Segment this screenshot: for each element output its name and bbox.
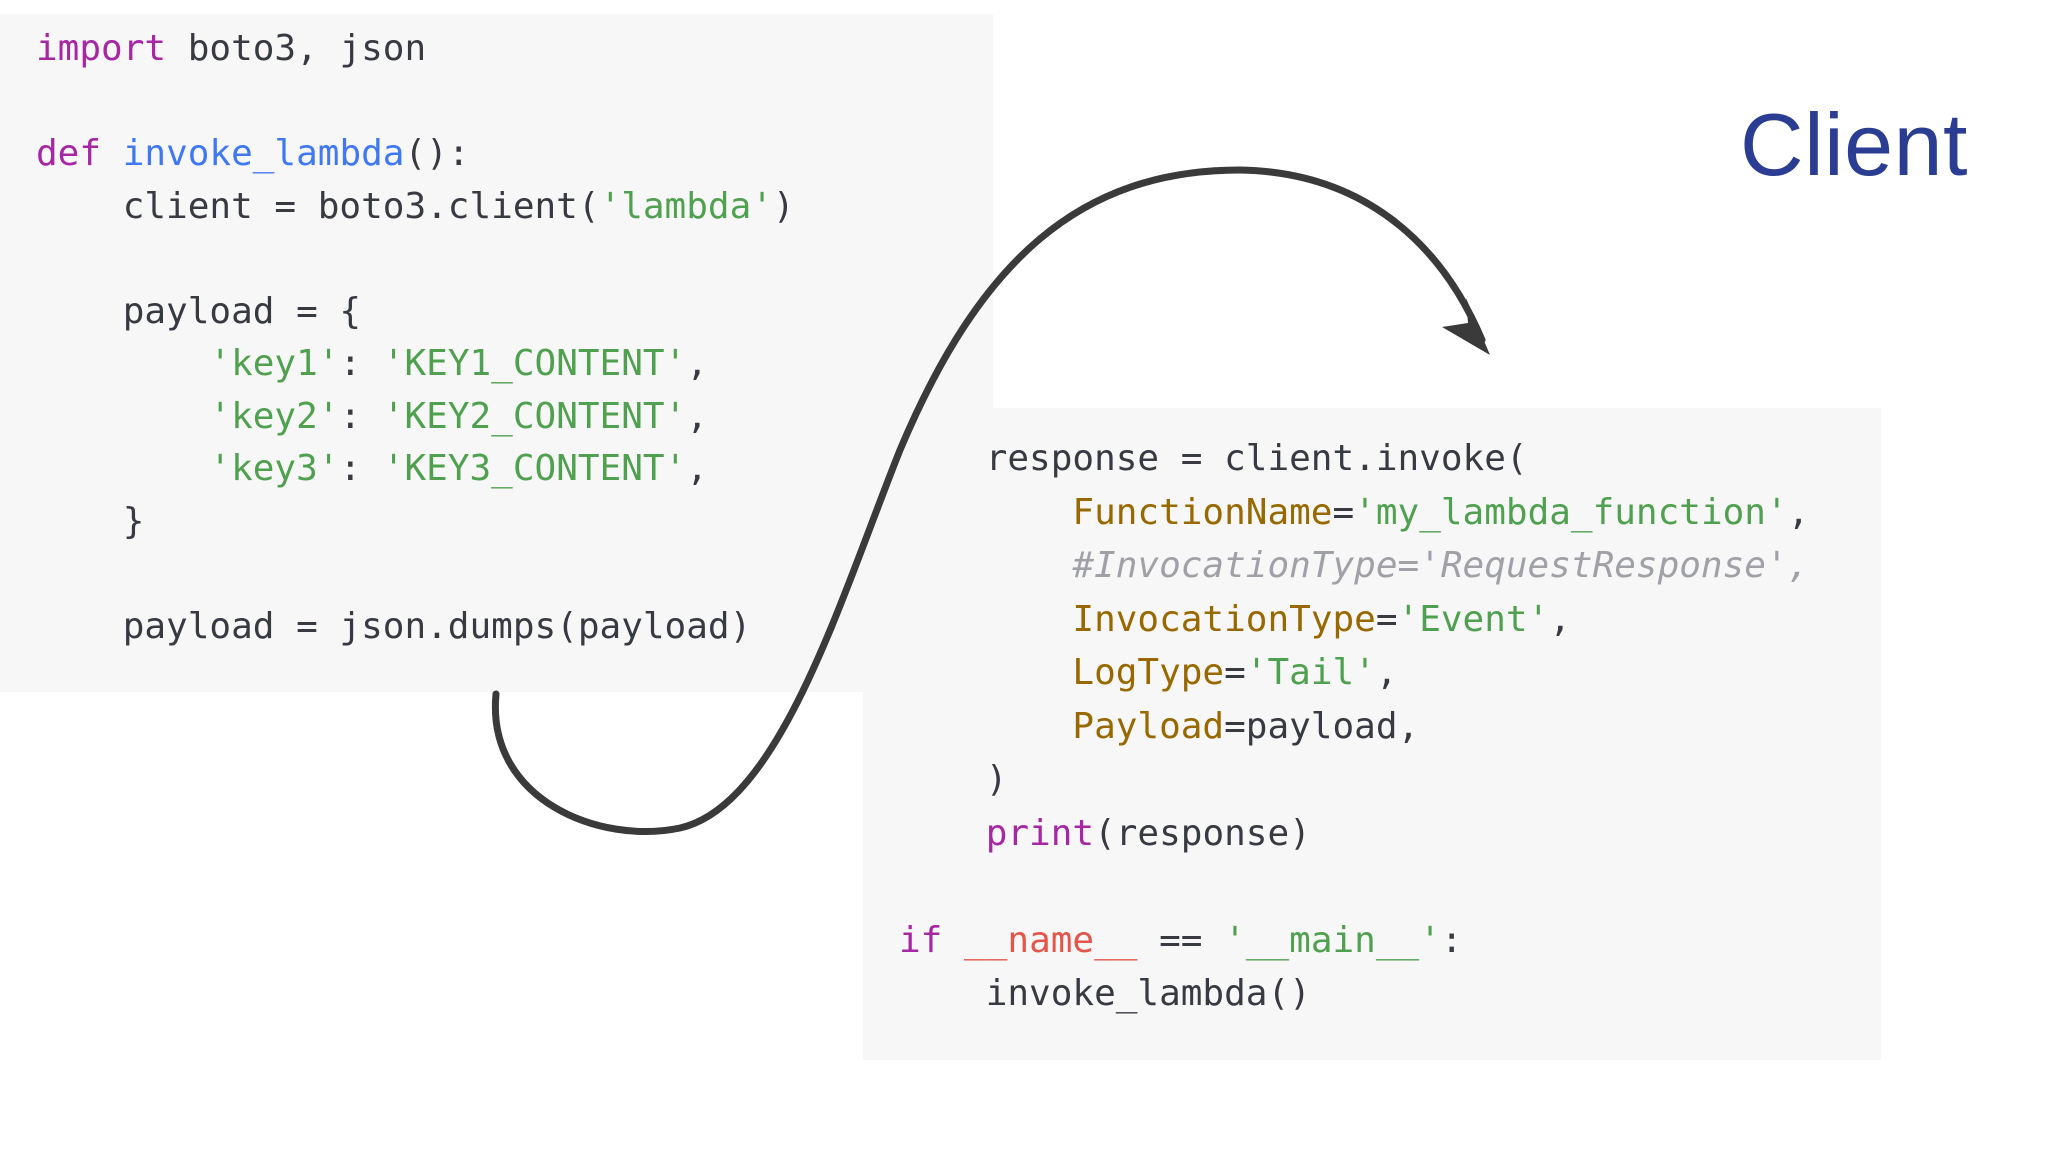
code-token <box>899 599 1072 640</box>
code-panel-bottom: response = client.invoke( FunctionName='… <box>863 408 1881 1060</box>
code-token: , <box>1375 652 1398 693</box>
code-line: FunctionName='my_lambda_function', <box>899 486 1809 540</box>
code-token: 'key2' <box>209 395 340 437</box>
code-token: , <box>686 343 708 384</box>
code-token: 'Tail' <box>1245 652 1376 693</box>
code-token: LogType <box>1072 652 1225 693</box>
code-token: __name__ <box>964 919 1138 961</box>
code-token: (response) <box>1094 812 1311 854</box>
code-token: print <box>985 812 1095 854</box>
code-token: : <box>339 343 383 384</box>
code-token: 'KEY3_CONTENT' <box>382 448 687 489</box>
code-token: invoke_lambda() <box>899 973 1311 1014</box>
code-token: = <box>1375 598 1398 640</box>
code-token <box>899 706 1072 747</box>
code-line: payload = { <box>36 285 361 339</box>
code-token: == <box>1137 919 1225 961</box>
code-line: ) <box>899 753 1008 807</box>
code-line: response = client.invoke( <box>899 432 1528 486</box>
code-line: import boto3, json <box>36 22 426 76</box>
code-token: import <box>36 28 167 69</box>
code-token: 'Event' <box>1397 598 1550 640</box>
code-token: InvocationType <box>1072 598 1376 640</box>
code-token: : <box>1440 919 1463 961</box>
code-token: } <box>36 500 145 542</box>
code-token: payload = json.dumps(payload) <box>36 605 752 647</box>
code-line: client = boto3.client('lambda') <box>36 180 795 234</box>
code-line: def invoke_lambda(): <box>36 127 470 181</box>
code-token <box>899 652 1072 693</box>
code-token <box>36 343 209 384</box>
code-token: 'key3' <box>209 448 340 489</box>
code-token: boto3, json <box>166 28 427 69</box>
code-token: : <box>339 448 383 489</box>
code-token: 'key1' <box>209 343 340 384</box>
code-token: payload = { <box>36 290 362 332</box>
code-token: '__main__' <box>1224 919 1441 961</box>
code-token: #InvocationType='RequestResponse', <box>1072 545 1810 586</box>
slide-title: Client <box>1740 95 1968 194</box>
code-line: Payload=payload, <box>899 700 1419 754</box>
code-token: response = client.invoke( <box>899 438 1528 479</box>
code-line: 'key3': 'KEY3_CONTENT', <box>36 442 708 496</box>
code-token <box>36 448 209 489</box>
code-line: invoke_lambda() <box>899 967 1311 1021</box>
code-token: 'KEY1_CONTENT' <box>382 343 687 384</box>
code-token <box>101 133 123 174</box>
code-line: 'key2': 'KEY2_CONTENT', <box>36 390 708 444</box>
code-token: = <box>1332 491 1355 533</box>
code-token: client = boto3.client( <box>36 185 600 227</box>
code-token: Payload <box>1072 705 1225 747</box>
code-token: =payload, <box>1224 705 1420 747</box>
code-token: , <box>1787 491 1810 533</box>
code-token: ) <box>899 759 1008 800</box>
code-token: (): <box>404 133 470 174</box>
code-line: LogType='Tail', <box>899 646 1398 700</box>
code-token: : <box>339 395 383 437</box>
code-token: 'my_lambda_function' <box>1354 491 1788 533</box>
code-token: def <box>36 133 102 174</box>
code-line: 'key1': 'KEY1_CONTENT', <box>36 337 708 391</box>
code-token: 'lambda' <box>599 185 773 227</box>
code-token <box>942 920 964 961</box>
code-token <box>899 813 986 854</box>
code-token <box>36 396 209 437</box>
code-line: InvocationType='Event', <box>899 593 1571 647</box>
code-line: if __name__ == '__main__': <box>899 914 1463 968</box>
code-line: #InvocationType='RequestResponse', <box>899 539 1809 593</box>
code-token: 'KEY2_CONTENT' <box>382 395 687 437</box>
code-token: , <box>1549 598 1571 640</box>
code-line: } <box>36 495 145 549</box>
code-token: if <box>899 919 943 961</box>
code-token <box>899 545 1072 586</box>
code-token: = <box>1224 652 1246 693</box>
code-token: FunctionName <box>1072 491 1333 533</box>
code-token: invoke_lambda <box>122 133 405 174</box>
code-panel-top: import boto3, json def invoke_lambda(): c… <box>0 14 993 692</box>
code-token: , <box>686 395 708 437</box>
code-token: , <box>686 448 708 489</box>
code-line: payload = json.dumps(payload) <box>36 600 752 654</box>
code-token: ) <box>772 185 795 227</box>
code-line: print(response) <box>899 807 1311 861</box>
code-token <box>899 492 1072 533</box>
